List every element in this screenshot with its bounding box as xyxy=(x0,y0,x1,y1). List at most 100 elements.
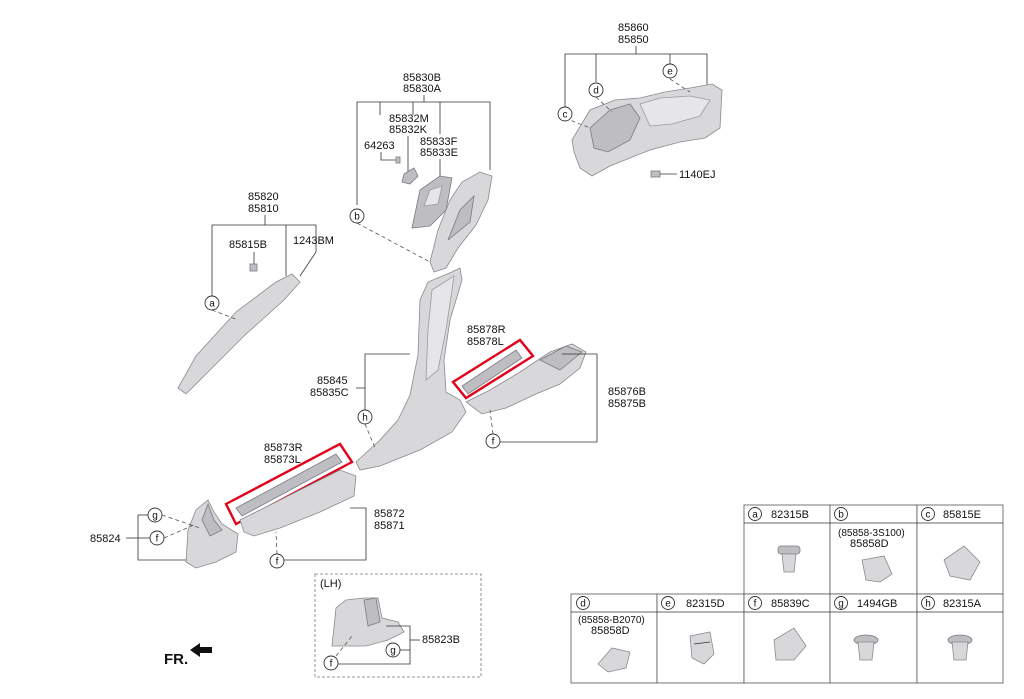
b-pillar-lower-face xyxy=(425,275,455,381)
svg-text:f: f xyxy=(330,659,333,670)
label-85810: 85810 xyxy=(248,203,279,215)
callout-f-front: f xyxy=(269,553,285,569)
svg-text:c: c xyxy=(563,110,568,121)
callout-a: a xyxy=(204,295,220,311)
legend-part-b: 85858D xyxy=(850,538,889,550)
legend-letter-e: e xyxy=(665,599,671,610)
label-85830A: 85830A xyxy=(403,83,442,95)
legend-part-d: 85858D xyxy=(591,625,630,637)
label-85871: 85871 xyxy=(374,520,405,532)
group-lh-85823B: (LH) 85823B f g xyxy=(314,573,482,678)
legend-part-top-d: (85858-B2070) xyxy=(578,615,645,626)
group-85873: 85873R 85873L 85872 85871 f xyxy=(224,442,405,569)
label-85815B: 85815B xyxy=(229,239,267,251)
rear-sill-end xyxy=(539,345,583,371)
front-direction-indicator: FR. xyxy=(164,643,212,668)
callout-c: c xyxy=(557,106,573,122)
clip-icon-82315A xyxy=(947,634,973,661)
clip-85815B xyxy=(249,263,258,272)
legend-letter-a: a xyxy=(752,510,758,521)
b-pillar-upper-recess xyxy=(447,194,475,241)
svg-text:d: d xyxy=(593,86,599,97)
clip-icon-1494GB xyxy=(853,634,879,661)
label-85850: 85850 xyxy=(618,34,649,46)
label-85823B: 85823B xyxy=(422,634,460,646)
legend-part-h: 82315A xyxy=(943,598,982,610)
label-lh: (LH) xyxy=(320,578,341,590)
label-85833E: 85833E xyxy=(420,147,458,159)
label-85835C: 85835C xyxy=(310,387,349,399)
group-85845: 85845 85835C h xyxy=(310,267,467,471)
group-85830: 85830B 85830A 85832M 85832K 64263 85833F… xyxy=(349,72,493,273)
label-fr: FR. xyxy=(164,651,188,668)
rear-trim-pocket xyxy=(589,103,641,153)
legend-part-e: 82315D xyxy=(686,598,725,610)
svg-text:g: g xyxy=(152,511,158,522)
legend-part-top-b: (85858-3S100) xyxy=(838,528,905,539)
label-85876B: 85876B xyxy=(608,386,646,398)
callout-h: h xyxy=(357,409,373,425)
legend-letter-f: f xyxy=(754,599,757,610)
group-85878: 85878R 85878L 85876B 85875B f xyxy=(451,324,646,449)
legend-letter-b: b xyxy=(838,510,844,521)
callout-f-lh: f xyxy=(323,655,339,671)
clip-icon-85858D-d xyxy=(597,647,631,673)
svg-text:b: b xyxy=(354,212,360,223)
svg-text:e: e xyxy=(667,67,673,78)
callout-g-lh: g xyxy=(385,642,401,658)
label-85873L: 85873L xyxy=(264,454,301,466)
label-85820: 85820 xyxy=(248,191,279,203)
sill-strip-85873 xyxy=(235,453,343,517)
lh-box xyxy=(314,573,482,678)
part-85832 xyxy=(401,167,419,185)
label-1243BM: 1243BM xyxy=(293,235,334,247)
label-1140EJ: 1140EJ xyxy=(679,169,716,181)
svg-text:g: g xyxy=(390,646,396,657)
legend-part-g: 1494GB xyxy=(857,598,897,610)
screw-1140EJ xyxy=(650,170,677,178)
callout-g-kick: g xyxy=(147,507,163,523)
kick-panel-edge xyxy=(201,502,223,537)
highlight-85878 xyxy=(451,338,535,400)
label-85878R: 85878R xyxy=(467,324,506,336)
callout-b: b xyxy=(349,208,365,224)
group-85824: 85824 g f xyxy=(90,499,239,569)
callout-f-rear: f xyxy=(485,433,501,449)
label-85833F: 85833F xyxy=(420,136,458,148)
legend-part-c: 85815E xyxy=(943,509,981,521)
label-85832K: 85832K xyxy=(389,124,428,136)
group-85860: 85860 85850 1140EJ c d e xyxy=(557,22,723,181)
group-85820: 85820 85810 85815B 1243BM a xyxy=(177,191,334,395)
legend-table: a 82315B b (85858-3S100) 85858D c 85815E… xyxy=(570,504,1004,684)
front-arrow-icon xyxy=(190,643,212,657)
label-85878L: 85878L xyxy=(467,336,504,348)
clip-icon-82315D xyxy=(689,631,715,665)
label-85824: 85824 xyxy=(90,533,121,545)
clip-icon-82315B xyxy=(777,545,801,573)
legend-letter-c: c xyxy=(926,510,931,521)
label-85875B: 85875B xyxy=(608,398,646,410)
legend-letter-d: d xyxy=(580,599,586,610)
clip-icon-85858D-b xyxy=(861,555,893,583)
label-85832M: 85832M xyxy=(389,113,429,125)
clip-icon-85839C xyxy=(773,627,807,661)
legend-letter-h: h xyxy=(925,599,931,610)
front-sill-trim xyxy=(239,469,357,537)
clip-icon-85815E xyxy=(943,545,981,581)
sill-strip-85878 xyxy=(461,349,523,395)
lh-bracket-rib xyxy=(363,597,381,627)
a-pillar-trim xyxy=(177,273,301,395)
label-85860: 85860 xyxy=(618,22,649,34)
label-85830B: 85830B xyxy=(403,72,441,84)
legend-part-a: 82315B xyxy=(771,509,809,521)
legend-letter-g: g xyxy=(838,599,844,610)
label-85845: 85845 xyxy=(317,375,348,387)
part-85833-face xyxy=(423,185,443,207)
legend-part-f: 85839C xyxy=(771,598,810,610)
label-85872: 85872 xyxy=(374,508,405,520)
label-64263: 64263 xyxy=(364,140,395,152)
callout-d: d xyxy=(588,82,604,98)
highlight-85873 xyxy=(224,442,354,526)
clip-64263 xyxy=(395,156,401,164)
